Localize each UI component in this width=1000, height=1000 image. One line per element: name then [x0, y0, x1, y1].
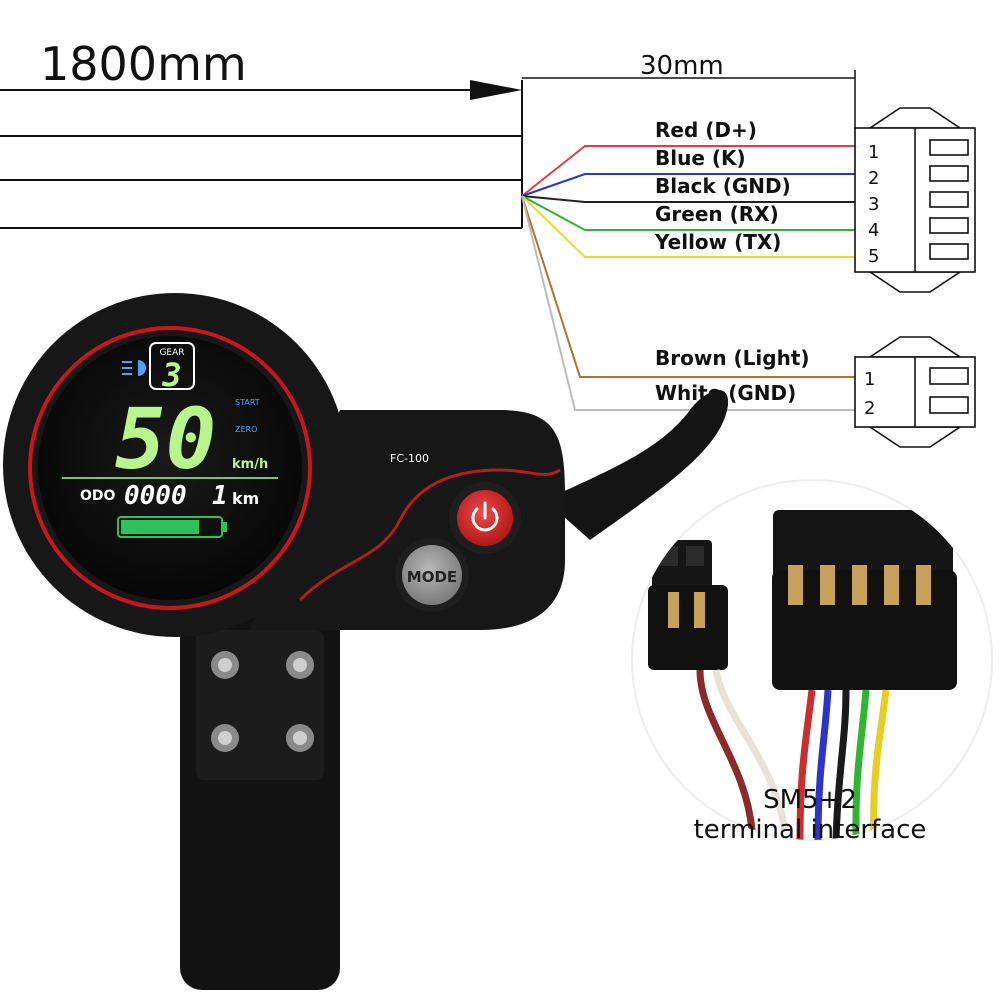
- power-icon: [471, 501, 499, 532]
- mode-button-label: MODE: [407, 568, 457, 586]
- cable-length-label: 1800mm: [40, 37, 247, 91]
- odo-unit: km: [232, 489, 259, 508]
- battery-fill: [121, 520, 199, 534]
- model-label: FC-100: [390, 452, 429, 465]
- lead-length-label: 30mm: [640, 51, 724, 81]
- connector-inset: SM5+2 terminal interface: [631, 479, 993, 845]
- speed-unit: km/h: [232, 457, 268, 472]
- power-button[interactable]: [449, 482, 521, 554]
- throttle-lever[interactable]: [545, 390, 729, 540]
- odo-value: 0000: [124, 481, 187, 511]
- wire-red: [521, 145, 855, 197]
- wire-label-yellow: Yellow (TX): [654, 230, 781, 254]
- zero-indicator: ZERO: [235, 425, 257, 434]
- headlight-icon: [122, 360, 146, 376]
- wire-white: [521, 195, 855, 411]
- connector-2pin: [854, 336, 976, 448]
- wires-5pin: [521, 145, 855, 258]
- wire-label-brown: Brown (Light): [655, 346, 810, 370]
- gear-box: [149, 342, 195, 390]
- inset-caption-line2: terminal interface: [694, 815, 927, 845]
- odo-tail: 1: [212, 481, 228, 511]
- connector-5pin: [854, 107, 976, 293]
- pin-1-2pin: 1: [864, 369, 875, 390]
- gear-value: 3: [161, 356, 181, 394]
- wire-label-black: Black (GND): [655, 174, 791, 198]
- start-indicator: START: [235, 398, 260, 407]
- pin-1-5pin: 1: [868, 142, 879, 163]
- wire-label-red: Red (D+): [655, 118, 757, 142]
- battery-icon: [117, 516, 227, 538]
- odo-label: ODO: [80, 488, 116, 504]
- arrow-head-icon: [470, 80, 522, 100]
- pin-2-5pin: 2: [868, 168, 879, 189]
- wire-black: [521, 195, 855, 203]
- pin-4-5pin: 4: [868, 220, 879, 241]
- wire-label-green: Green (RX): [655, 202, 779, 226]
- wire-blue: [521, 173, 855, 197]
- wire-yellow: [521, 195, 855, 258]
- display-unit: GEAR 3 50 START ZERO km/h ODO 0000 1 km …: [3, 293, 729, 990]
- wire-green: [521, 195, 855, 231]
- screen-ring: [28, 326, 312, 610]
- inset-caption-line1: SM5+2: [763, 785, 857, 815]
- pin-5-5pin: 5: [868, 246, 879, 267]
- main-cable: [0, 80, 523, 229]
- speed-value: 50: [115, 390, 216, 488]
- pin-2-2pin: 2: [864, 398, 875, 419]
- mode-button[interactable]: MODE: [395, 538, 469, 612]
- gear-label: GEAR: [159, 348, 184, 358]
- inset-2pin-plug: [648, 540, 789, 831]
- wire-brown: [521, 195, 855, 378]
- inset-5pin-plug: [772, 510, 957, 840]
- wires-2pin: [521, 195, 855, 411]
- lcd-screen: [38, 336, 302, 600]
- mounting-screws: [211, 651, 314, 752]
- pin-3-5pin: 3: [868, 194, 879, 215]
- wire-label-blue: Blue (K): [655, 146, 746, 170]
